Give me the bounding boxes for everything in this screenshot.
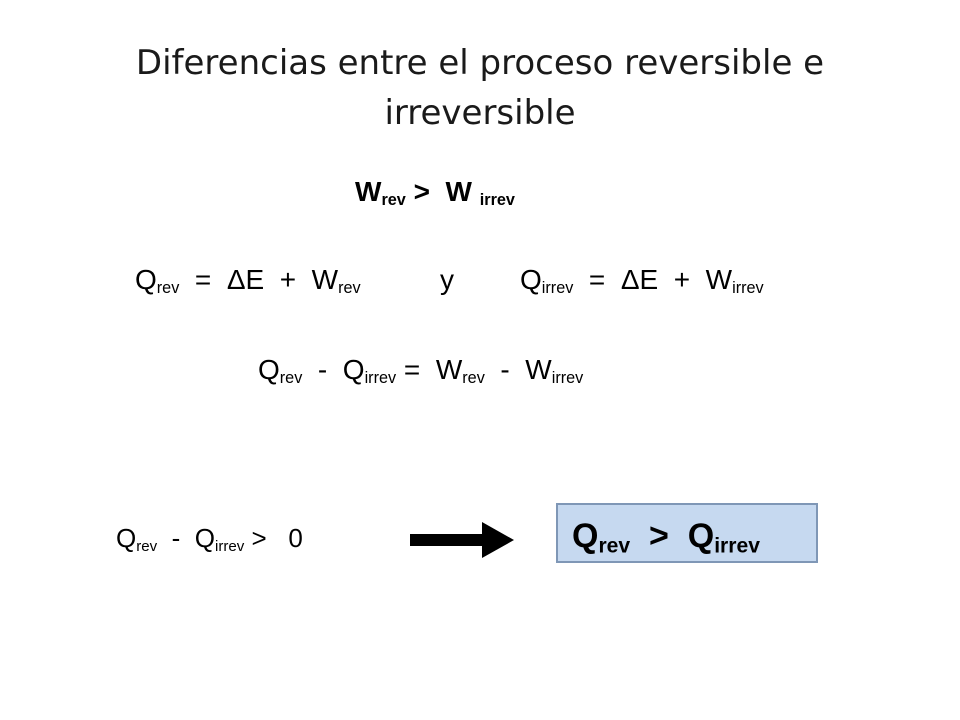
eq-symbol: Q — [258, 354, 280, 385]
eq-subscript: rev — [598, 534, 631, 558]
arrow-head — [482, 522, 514, 558]
eq-subscript: irrev — [541, 279, 574, 298]
heat-irrev-equation: Qirrev = ΔE + Wirrev — [520, 264, 764, 298]
eq-subscript: irrev — [732, 279, 764, 298]
inequality-equation: Qrev - Qirrev > 0 — [116, 523, 303, 554]
eq-subscript: rev — [279, 369, 303, 388]
eq-symbol: Q — [572, 517, 599, 555]
eq-symbol: Q — [135, 264, 157, 295]
eq-subscript: irrev — [551, 369, 584, 388]
eq-operator: - Q — [157, 523, 215, 553]
eq-operator: > — [405, 176, 446, 207]
eq-operator: - Q — [302, 354, 365, 385]
conjunction-text: y — [440, 264, 454, 295]
eq-subscript: irrev — [364, 369, 397, 388]
eq-operator: > Q — [630, 517, 715, 555]
eq-symbol: W — [355, 176, 382, 207]
eq-subscript: rev — [338, 279, 361, 298]
right-arrow-icon — [410, 522, 514, 558]
eq-symbol: Q — [520, 264, 542, 295]
eq-subscript: rev — [136, 537, 158, 555]
eq-subscript: rev — [156, 279, 180, 298]
eq-symbol: Q — [116, 523, 137, 553]
eq-subscript: rev — [381, 191, 406, 210]
eq-subscript: rev — [462, 369, 485, 388]
eq-subscript: irrev — [214, 537, 245, 555]
eq-operator: > 0 — [244, 523, 303, 553]
eq-operator: = ΔE + W — [573, 264, 733, 295]
result-equation: Qrev > Qirrev — [572, 517, 760, 556]
eq-operator: - W — [484, 354, 552, 385]
eq-symbol: W — [445, 176, 480, 207]
slide-title: Diferencias entre el proceso reversible … — [135, 43, 825, 133]
eq-operator: = W — [396, 354, 463, 385]
work-relation-equation: Wrev > W irrev — [355, 176, 515, 210]
result-box: Qrev > Qirrev — [556, 503, 818, 563]
heat-rev-equation: Qrev = ΔE + Wrev — [135, 264, 361, 298]
difference-equation: Qrev - Qirrev = Wrev - Wirrev — [258, 354, 584, 388]
eq-subscript: irrev — [479, 191, 515, 210]
arrow-shaft — [410, 534, 486, 546]
eq-operator: = ΔE + W — [179, 264, 339, 295]
eq-subscript: irrev — [714, 534, 760, 558]
